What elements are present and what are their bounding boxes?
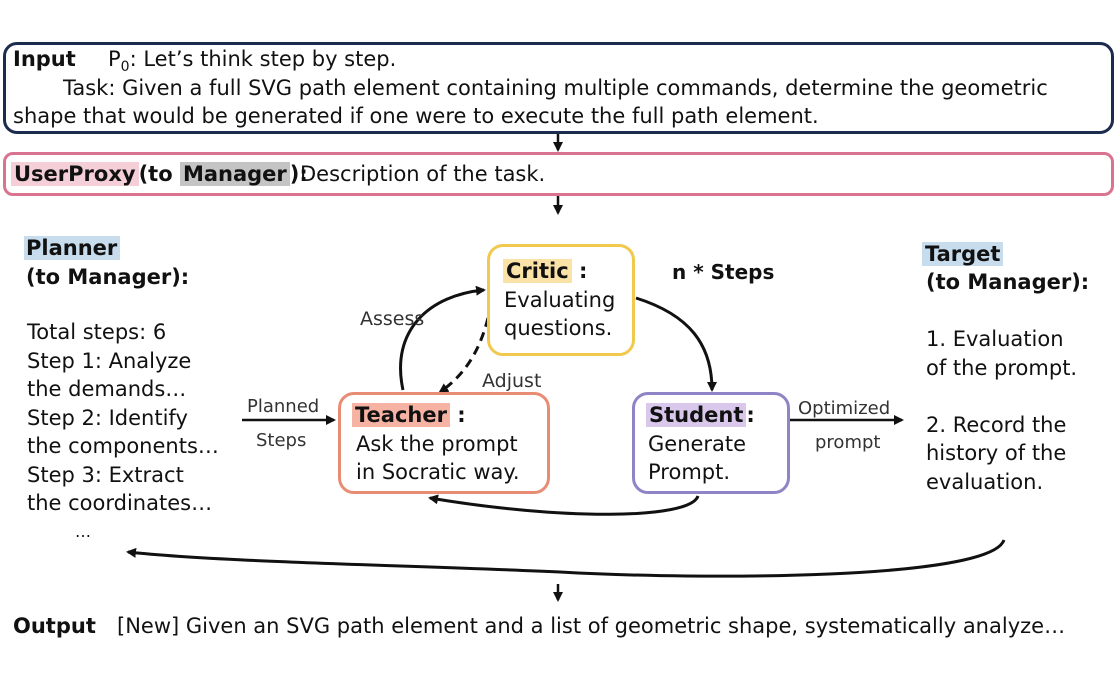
userproxy-close: ):	[289, 162, 308, 186]
userproxy-manager: Manager	[179, 162, 290, 186]
edge-label-planned: Planned	[247, 396, 320, 417]
edge-label-adjust: Adjust	[482, 370, 542, 392]
arrow-teacher-to-critic	[399, 285, 486, 391]
p0-letter: P	[108, 47, 121, 71]
arrow-target-to-planner	[126, 539, 1006, 578]
teacher-line-2: in Socratic way.	[356, 460, 520, 484]
planner-line: Step 1: Analyze	[27, 348, 192, 373]
planner-line: …	[75, 521, 91, 541]
userproxy-desc: Description of the task.	[300, 162, 546, 186]
output-text: [New] Given an SVG path element and a li…	[117, 614, 1066, 638]
arrow-student-to-teacher	[428, 494, 700, 516]
target-line: history of the	[926, 441, 1067, 465]
task-line-2: shape that would be generated if one wer…	[13, 104, 819, 128]
edge-label-assess: Assess	[360, 308, 425, 330]
target-to-manager: (to Manager):	[926, 270, 1090, 294]
userproxy-agent: UserProxy(to Manager):	[11, 160, 308, 188]
critic-line-2: questions.	[504, 316, 613, 340]
edge-label-steps: Steps	[256, 430, 307, 451]
planner-steps: Total steps: 6 Step 1: Analyze the deman…	[27, 318, 219, 546]
p0-text: : Let’s think step by step.	[129, 47, 397, 71]
target-line: of the prompt.	[926, 355, 1078, 380]
critic-name: Critic :	[503, 257, 587, 285]
p0-subscript: 0	[120, 59, 130, 76]
student-line-2: Prompt.	[648, 460, 731, 484]
loop-label: n * Steps	[672, 260, 775, 284]
target-line: 2. Record the	[926, 412, 1067, 437]
target-name: Target	[922, 240, 1004, 268]
planner-name: Planner	[24, 234, 121, 262]
student-line-1: Generate	[648, 432, 747, 456]
planner-line: the demands…	[27, 377, 187, 401]
input-box	[3, 42, 1114, 134]
teacher-name: Teacher :	[352, 401, 466, 429]
edge-label-prompt: prompt	[815, 432, 881, 453]
input-label: Input	[13, 47, 76, 71]
arrow-critic-to-teacher	[438, 317, 490, 394]
critic-line-1: Evaluating	[504, 288, 616, 312]
edge-label-optimized: Optimized	[798, 398, 891, 419]
task-line-1: Task: Given a full SVG path element cont…	[63, 76, 1048, 100]
planner-line: the components…	[27, 434, 219, 458]
target-line: evaluation.	[926, 469, 1044, 494]
planner-line: Total steps: 6	[27, 320, 167, 344]
planner-line: the coordinates…	[27, 491, 213, 515]
userproxy-name: UserProxy	[11, 162, 139, 186]
student-name: Student:	[646, 401, 755, 429]
planner-to-manager: (to Manager):	[26, 265, 190, 289]
p0-prompt: P0: Let’s think step by step.	[108, 45, 396, 81]
target-description: 1. Evaluation of the prompt. 2. Record t…	[926, 325, 1077, 496]
target-line: 1. Evaluation	[926, 327, 1064, 351]
output-label: Output	[13, 614, 96, 638]
arrow-critic-to-student	[635, 296, 717, 392]
planner-line: Step 3: Extract	[27, 462, 184, 487]
teacher-line-1: Ask the prompt	[356, 432, 518, 456]
userproxy-to: (to	[138, 162, 180, 186]
target-line	[926, 382, 1077, 411]
planner-line: Step 2: Identify	[27, 405, 188, 430]
